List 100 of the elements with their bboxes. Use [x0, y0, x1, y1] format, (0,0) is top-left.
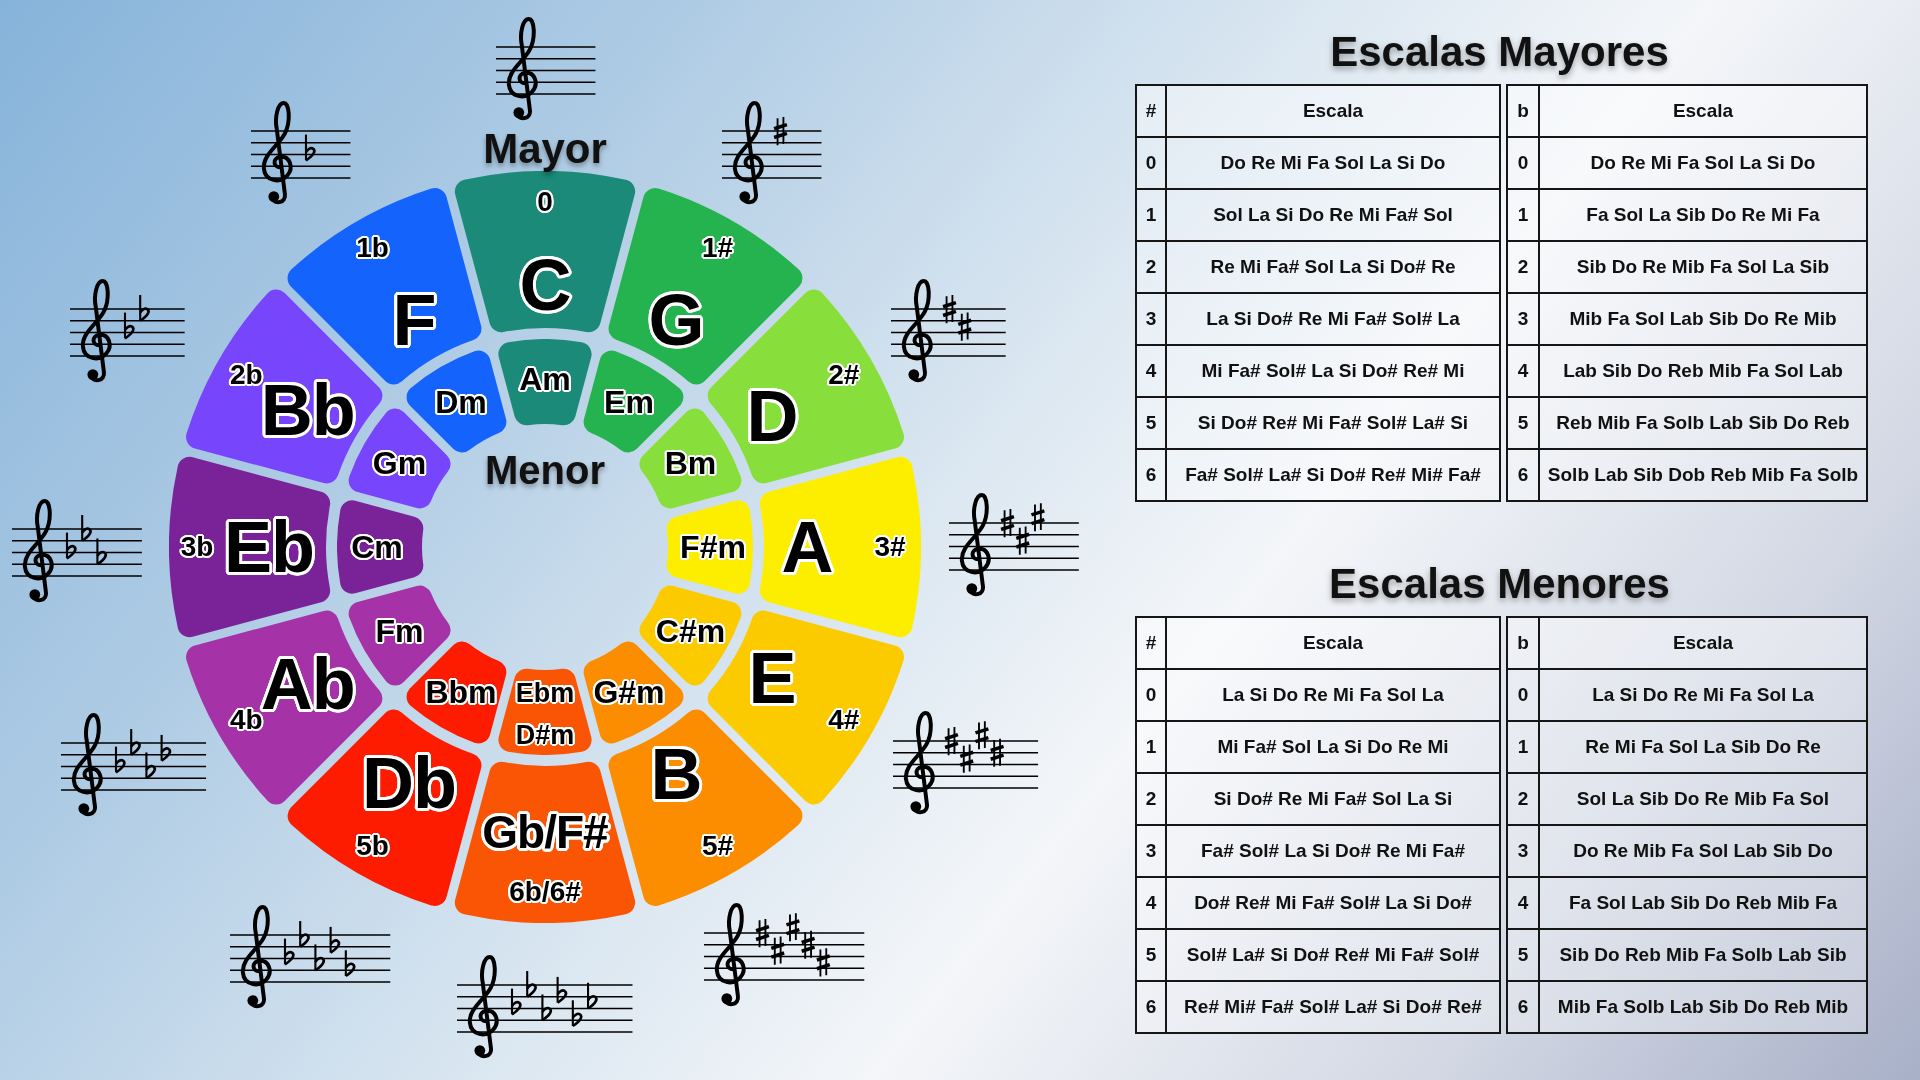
scale-cell: La Si Do# Re Mi Fa# Sol# La [1166, 293, 1500, 345]
accidental-count: 5b [356, 831, 389, 860]
major-key-segment [759, 456, 921, 638]
scale-cell: Solb Lab Sib Dob Reb Mib Fa Solb [1539, 449, 1867, 501]
accidental-count: 6b/6# [509, 878, 581, 906]
scale-cell: Sib Do Reb Mib Fa Solb Lab Sib [1539, 929, 1867, 981]
count-cell: 6 [1507, 981, 1539, 1033]
accidental-count: 2# [828, 360, 860, 389]
scale-cell: Mi Fa# Sol La Si Do Re Mi [1166, 721, 1500, 773]
major-key-segment [454, 171, 636, 333]
minor-key-name: Dm [435, 385, 487, 418]
count-cell: 2 [1136, 241, 1166, 293]
count-cell: 5 [1136, 929, 1166, 981]
key-name: G [648, 284, 704, 357]
scale-cell: Mi Fa# Sol# La Si Do# Re# Mi [1166, 345, 1500, 397]
count-cell: 5 [1136, 397, 1166, 449]
minor-key-name: Bbm [425, 676, 497, 709]
minor-key-name: Bm [664, 447, 717, 479]
key-name: Gb/F# [482, 809, 608, 855]
scale-cell: Fa# Sol# La# Si Do# Re# Mi# Fa# [1166, 449, 1500, 501]
key-name: Eb [224, 511, 314, 583]
scale-cell: La Si Do Re Mi Fa Sol La [1539, 669, 1867, 721]
count-cell: 3 [1507, 825, 1539, 877]
scale-cell: Do# Re# Mi Fa# Sol# La Si Do# [1166, 877, 1500, 929]
minor-key-name: Em [604, 385, 654, 418]
accidental-count: 4# [828, 705, 860, 734]
accidental-count: 2b [229, 360, 263, 389]
header-cell: b [1507, 617, 1539, 669]
header-cell: Escala [1539, 85, 1867, 137]
minor-key-name: Fm [375, 615, 424, 647]
key-name: E [748, 642, 796, 714]
key-name: F [392, 284, 436, 357]
count-cell: 0 [1136, 669, 1166, 721]
count-cell: 2 [1136, 773, 1166, 825]
count-cell: 2 [1507, 241, 1539, 293]
count-cell: 1 [1136, 189, 1166, 241]
scale-cell: Do Re Mi Fa Sol La Si Do [1539, 137, 1867, 189]
minor-key-name: Cm [351, 531, 403, 563]
scale-cell: Lab Sib Do Reb Mib Fa Sol Lab [1539, 345, 1867, 397]
major-key-segment [169, 456, 331, 638]
scale-cell: Re Mi Fa# Sol La Si Do# Re [1166, 241, 1500, 293]
minor-key-name: Ebm [515, 679, 575, 707]
scale-cell: Fa Sol Lab Sib Do Reb Mib Fa [1539, 877, 1867, 929]
header-cell: Escala [1166, 85, 1500, 137]
header-cell: Escala [1166, 617, 1500, 669]
count-cell: 1 [1507, 721, 1539, 773]
key-name: D [746, 380, 798, 452]
count-cell: 0 [1507, 669, 1539, 721]
count-cell: 6 [1136, 449, 1166, 501]
table-title: Escalas Menores [1329, 563, 1670, 605]
count-cell: 5 [1507, 397, 1539, 449]
count-cell: 2 [1507, 773, 1539, 825]
scale-cell: Re Mi Fa Sol La Sib Do Re [1539, 721, 1867, 773]
major-key-segment [454, 761, 636, 923]
count-cell: 1 [1507, 189, 1539, 241]
scale-cell: Sol La Sib Do Re Mib Fa Sol [1539, 773, 1867, 825]
header-cell: Escala [1539, 617, 1867, 669]
count-cell: 4 [1507, 345, 1539, 397]
accidental-count: 1# [701, 234, 734, 263]
header-cell: # [1136, 617, 1166, 669]
accidental-count: 1b [356, 234, 389, 263]
minor-key-segment [337, 500, 424, 594]
table-title: Escalas Mayores [1330, 31, 1669, 73]
scale-cell: La Si Do Re Mi Fa Sol La [1166, 669, 1500, 721]
scale-cell: Mib Fa Solb Lab Sib Do Reb Mib [1539, 981, 1867, 1033]
scale-cell: Si Do# Re Mi Fa# Sol La Si [1166, 773, 1500, 825]
minor-key-name: D#m [515, 721, 575, 749]
scale-cell: Sib Do Re Mib Fa Sol La Sib [1539, 241, 1867, 293]
scale-cell: Mib Fa Sol Lab Sib Do Re Mib [1539, 293, 1867, 345]
accidental-count: 3b [180, 533, 214, 561]
accidental-count: 0 [537, 188, 553, 216]
minor-key-name: C#m [655, 615, 726, 647]
scale-cell: Sol# La# Si Do# Re# Mi Fa# Sol# [1166, 929, 1500, 981]
header-cell: # [1136, 85, 1166, 137]
count-cell: 1 [1136, 721, 1166, 773]
scale-cell: Re# Mi# Fa# Sol# La# Si Do# Re# [1166, 981, 1500, 1033]
minor-key-name: Gm [372, 447, 427, 479]
count-cell: 6 [1507, 449, 1539, 501]
scale-cell: Fa Sol La Sib Do Re Mi Fa [1539, 189, 1867, 241]
key-name: A [781, 511, 833, 583]
count-cell: 4 [1136, 877, 1166, 929]
header-cell: b [1507, 85, 1539, 137]
count-cell: 3 [1136, 825, 1166, 877]
scale-cell: Si Do# Re# Mi Fa# Sol# La# Si [1166, 397, 1500, 449]
count-cell: 3 [1136, 293, 1166, 345]
count-cell: 4 [1136, 345, 1166, 397]
count-cell: 3 [1507, 293, 1539, 345]
minor-key-segment [498, 339, 592, 426]
key-name: C [519, 249, 571, 321]
scale-cell: Fa# Sol# La Si Do# Re Mi Fa# [1166, 825, 1500, 877]
accidental-count: 5# [701, 831, 734, 860]
key-name: Db [362, 746, 456, 819]
accidental-count: 3# [874, 533, 906, 561]
ring-label: Menor [485, 450, 605, 490]
minor-key-segment [406, 350, 507, 453]
scale-cell: Sol La Si Do Re Mi Fa# Sol [1166, 189, 1500, 241]
key-name: B [650, 737, 702, 810]
count-cell: 0 [1136, 137, 1166, 189]
count-cell: 4 [1507, 877, 1539, 929]
ring-label: Mayor [483, 128, 607, 170]
